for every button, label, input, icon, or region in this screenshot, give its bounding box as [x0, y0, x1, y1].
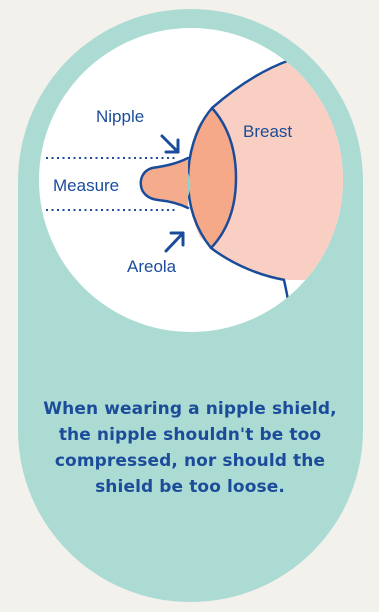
breast-label: Breast — [243, 122, 292, 141]
areola-label: Areola — [127, 257, 177, 276]
nipple-label: Nipple — [96, 107, 144, 126]
measure-label: Measure — [53, 176, 119, 195]
caption-text: When wearing a nipple shield, the nipple… — [40, 396, 340, 500]
